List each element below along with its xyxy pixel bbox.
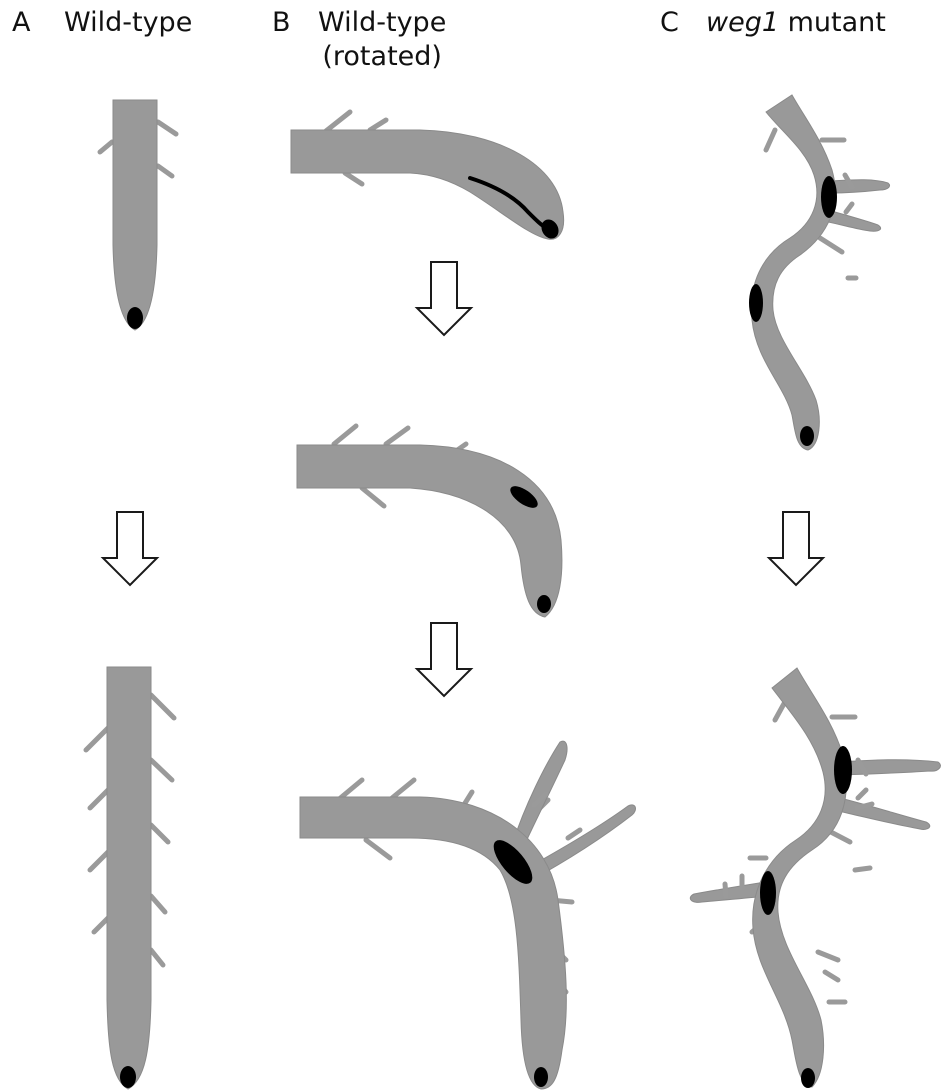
lateral-primordium [749, 284, 763, 322]
panel-c-root-2 [690, 668, 940, 1088]
root-body [297, 445, 562, 617]
root-cap [127, 307, 143, 329]
panel-b-root-2 [297, 426, 562, 617]
root-cap [801, 1068, 815, 1088]
lateral-primordium [834, 746, 852, 794]
lateral-roots [828, 180, 890, 231]
root-cap [534, 1067, 548, 1087]
root-body [291, 130, 564, 239]
root-cap [537, 595, 551, 613]
lateral-primordium [821, 176, 837, 218]
panel-b-root-1 [291, 112, 564, 242]
panel-b-root-3 [300, 741, 635, 1089]
panel-a-top-root [100, 100, 176, 330]
lateral-primordium [760, 871, 776, 915]
root-body [107, 667, 151, 1089]
arrow-down-b1 [417, 262, 471, 335]
root-cap [800, 426, 814, 446]
root-body [300, 797, 566, 1089]
panel-c-root-1 [749, 95, 890, 450]
arrow-down-b2 [417, 623, 471, 696]
panel-a-bottom-root [86, 667, 174, 1089]
root-cap [120, 1066, 136, 1088]
root-body [751, 95, 835, 450]
arrow-down-c [769, 512, 823, 585]
root-body [113, 100, 157, 330]
arrow-down-a [103, 512, 157, 585]
